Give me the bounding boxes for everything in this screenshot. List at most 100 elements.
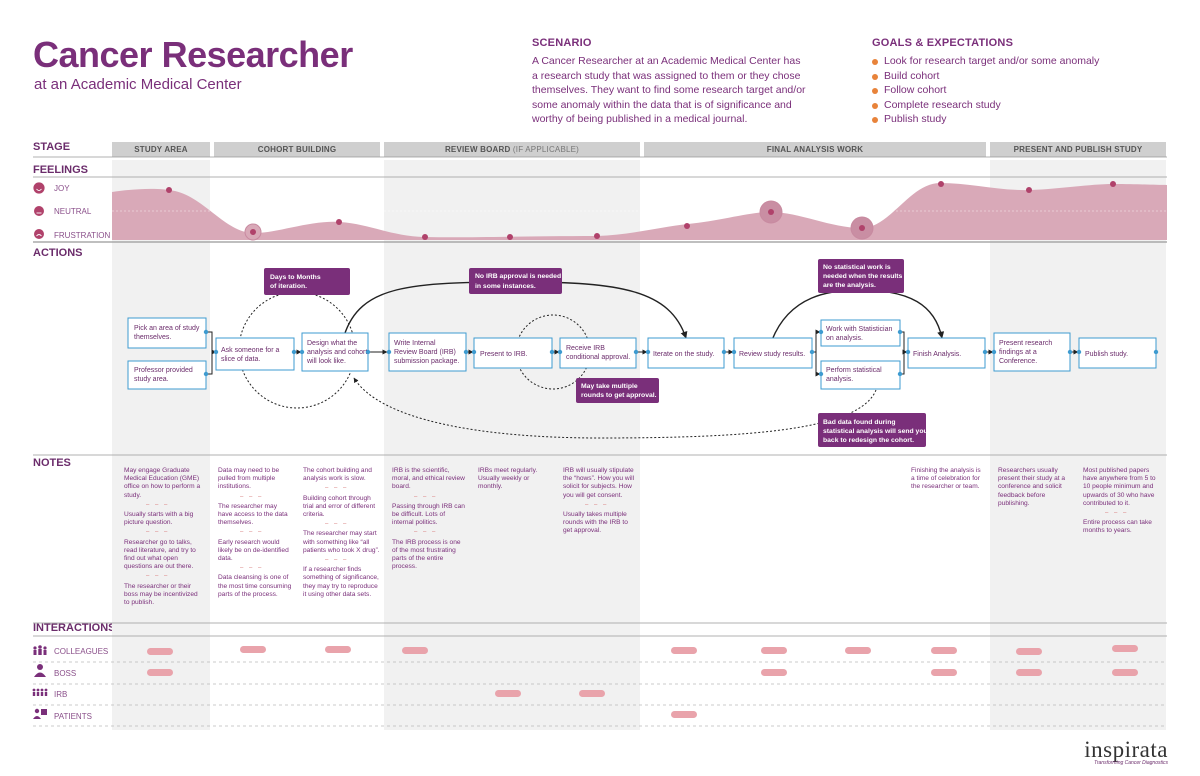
- interaction-bar-boss: [1112, 669, 1138, 676]
- interaction-bar-boss: [761, 669, 787, 676]
- connector-dot: [203, 329, 209, 335]
- svg-text:analysis.: analysis.: [826, 376, 853, 383]
- interaction-label-colleagues: COLLEAGUES: [54, 647, 109, 656]
- svg-text:slice of data.: slice of data.: [221, 356, 260, 363]
- stage-shade: [112, 160, 210, 730]
- svg-text:back to redesign the cohort.: back to redesign the cohort.: [823, 437, 914, 444]
- connector-dot: [291, 349, 297, 355]
- feeling-point: [938, 181, 944, 187]
- interaction-bar-colleagues: [1016, 648, 1042, 655]
- svg-text:Publish study.: Publish study.: [1085, 351, 1128, 358]
- svg-text:Days to Months: Days to Months: [270, 274, 321, 281]
- connector-dot: [203, 371, 209, 377]
- joy-icon: [33, 182, 45, 194]
- action-line: Pick an area of study: [134, 325, 200, 332]
- note-column: Finishing the analysis is a time of cele…: [911, 467, 981, 491]
- feeling-point: [250, 229, 256, 235]
- feeling-label-frustration: FRUSTRATION: [54, 231, 111, 240]
- action-box: Professor provided study area.: [127, 360, 207, 390]
- note-column: Researchers usually present their study …: [998, 467, 1066, 507]
- feeling-label-joy: JOY: [54, 184, 70, 193]
- callout-bad-data: Bad data found during statistical analys…: [818, 413, 928, 447]
- stage-present-publish: PRESENT AND PUBLISH STUDY: [990, 142, 1166, 157]
- boss-icon: [34, 664, 46, 677]
- interaction-bar-patients: [671, 711, 697, 718]
- callout-multiple-rounds: May take multiple rounds to get approval…: [576, 378, 659, 403]
- interaction-bar-boss: [147, 669, 173, 676]
- feeling-label-neutral: NEUTRAL: [54, 207, 92, 216]
- feelings-area: [112, 183, 1167, 240]
- scenario-heading: SCENARIO: [532, 37, 592, 49]
- svg-text:analysis and cohort: analysis and cohort: [307, 349, 367, 356]
- svg-text:findings at a: findings at a: [999, 349, 1037, 356]
- action-box: Write Internal Review Board (IRB) submis…: [388, 332, 467, 372]
- interaction-bar-colleagues: [671, 647, 697, 654]
- svg-text:needed when the results: needed when the results: [823, 273, 903, 280]
- connector-dot: [645, 349, 651, 355]
- action-box: Design what the analysis and cohort will…: [301, 332, 369, 372]
- interaction-bar-colleagues: [761, 647, 787, 654]
- interaction-bar-boss: [1016, 669, 1042, 676]
- bullet-icon: [872, 88, 878, 95]
- svg-text:study area.: study area.: [134, 376, 169, 383]
- interaction-label-patients: PATIENTS: [54, 712, 92, 721]
- section-notes: NOTES: [33, 457, 71, 469]
- connector-dot: [982, 349, 988, 355]
- patients-icon: [33, 708, 47, 719]
- note-column: IRB is the scientific, moral, and ethica…: [392, 467, 465, 571]
- connector-dots: [203, 329, 1159, 377]
- goals-list: Look for research target and/or some ano…: [872, 54, 1172, 127]
- page-title: Cancer Researcher: [33, 34, 353, 75]
- action-box: Finish Analysis.: [907, 337, 986, 369]
- frustration-icon: [34, 229, 44, 239]
- interaction-bar-colleagues: [147, 648, 173, 655]
- feeling-point: [594, 233, 600, 239]
- connector-dot: [809, 349, 815, 355]
- svg-text:statistical analysis will send: statistical analysis will send you: [823, 428, 928, 435]
- svg-text:Iterate on the study.: Iterate on the study.: [653, 351, 714, 358]
- connector-dot: [731, 349, 737, 355]
- action-box: Work with Statistician on analysis.: [820, 319, 901, 347]
- section-feelings: FEELINGS: [33, 164, 89, 176]
- connector-dot: [557, 349, 563, 355]
- feeling-point: [1110, 181, 1116, 187]
- stage-review-board: REVIEW BOARD (IF APPLICABLE): [384, 142, 640, 157]
- svg-text:No statistical work is: No statistical work is: [823, 264, 891, 271]
- irb-icon: [32, 688, 48, 696]
- action-box: Iterate on the study.: [647, 337, 725, 369]
- connector-dot: [1076, 349, 1082, 355]
- feeling-points: [166, 181, 1116, 241]
- interaction-bar-irb: [495, 690, 521, 697]
- svg-text:Finish Analysis.: Finish Analysis.: [913, 351, 961, 358]
- svg-text:Present research: Present research: [999, 340, 1052, 347]
- action-box: Ask someone for a slice of data.: [215, 337, 295, 371]
- svg-text:Review study results.: Review study results.: [739, 351, 805, 358]
- section-actions: ACTIONS: [33, 247, 83, 259]
- goal-item: Follow cohort: [872, 83, 1172, 98]
- feeling-point: [336, 219, 342, 225]
- connector-dot: [463, 349, 469, 355]
- stage-cohort-building: COHORT BUILDING: [214, 142, 380, 157]
- connector-dot: [721, 349, 727, 355]
- connector-dot: [818, 329, 824, 335]
- bullet-icon: [872, 59, 878, 65]
- action-box: Present to IRB.: [473, 337, 553, 369]
- svg-text:Bad data found during: Bad data found during: [823, 419, 896, 426]
- action-box: Receive IRB conditional approval.: [559, 337, 637, 369]
- svg-text:Design what the: Design what the: [307, 340, 357, 347]
- feeling-point: [768, 209, 774, 215]
- svg-text:of iteration.: of iteration.: [270, 283, 307, 290]
- interaction-bar-colleagues: [325, 646, 351, 653]
- page-subtitle: at an Academic Medical Center: [34, 76, 242, 93]
- brand-tagline: Transforming Cancer Diagnostics: [1094, 760, 1168, 766]
- scenario-text: A Cancer Researcher at an Academic Medic…: [532, 55, 806, 125]
- note-column: The cohort building and analysis work is…: [303, 467, 380, 598]
- callout-iteration: Days to Months of iteration.: [264, 268, 350, 295]
- goal-item: Publish study: [872, 112, 1172, 127]
- connector-dot: [897, 371, 903, 377]
- connector-dot: [991, 349, 997, 355]
- connector-dot: [905, 349, 911, 355]
- section-interactions: INTERACTIONS: [33, 622, 116, 634]
- stage-study-area: STUDY AREA: [112, 142, 210, 157]
